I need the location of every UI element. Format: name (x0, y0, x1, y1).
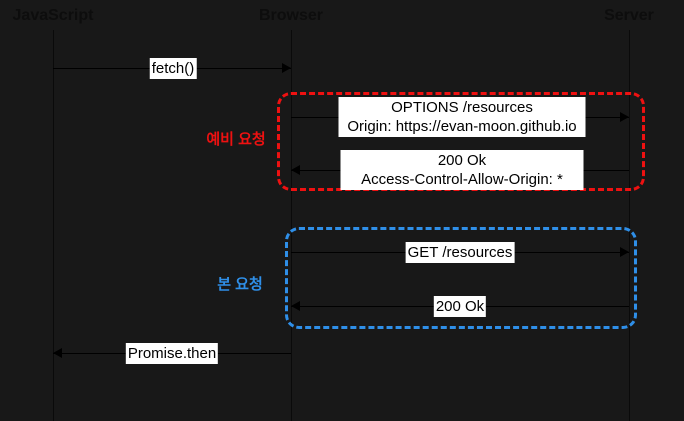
message-label-line1: 200 Ok (435, 298, 485, 315)
arrowhead-left-icon (53, 348, 62, 358)
arrowhead-right-icon (620, 247, 629, 257)
message-label-line1: 200 Ok (437, 152, 487, 169)
arrowhead-left-icon (291, 165, 300, 175)
participant-label-browser: Browser (258, 7, 324, 24)
message-label-line2: Origin: https://evan-moon.github.io (347, 118, 577, 135)
group-label-actual-request: 본 요청 (217, 276, 263, 293)
message-label-line1: GET /resources (407, 244, 513, 261)
message-label-get-resources-response: 200 Ok (433, 296, 487, 317)
lifeline-server (629, 30, 630, 421)
participant-label-javascript: JavaScript (12, 7, 94, 24)
arrowhead-left-icon (291, 301, 300, 311)
arrowhead-right-icon (620, 112, 629, 122)
message-label-line1: Promise.then (127, 345, 217, 362)
lifeline-javascript (53, 30, 54, 421)
lifeline-browser (291, 30, 292, 421)
message-label-line1: fetch() (151, 60, 195, 77)
message-label-line2: Access-Control-Allow-Origin: * (361, 171, 563, 188)
message-label-get-resources-request: GET /resources (405, 242, 515, 263)
message-label-promise-then: Promise.then (125, 343, 219, 364)
message-label-preflight-response: 200 Ok Access-Control-Allow-Origin: * (340, 150, 584, 190)
group-label-preflight-request: 예비 요청 (206, 131, 266, 148)
arrowhead-right-icon (282, 63, 291, 73)
message-label-options-preflight-request: OPTIONS /resources Origin: https://evan-… (338, 97, 586, 137)
group-box-actual-request (285, 227, 637, 329)
message-label-fetch-call: fetch() (149, 58, 197, 79)
message-label-line1: OPTIONS /resources (391, 99, 533, 116)
participant-label-server: Server (604, 7, 654, 24)
